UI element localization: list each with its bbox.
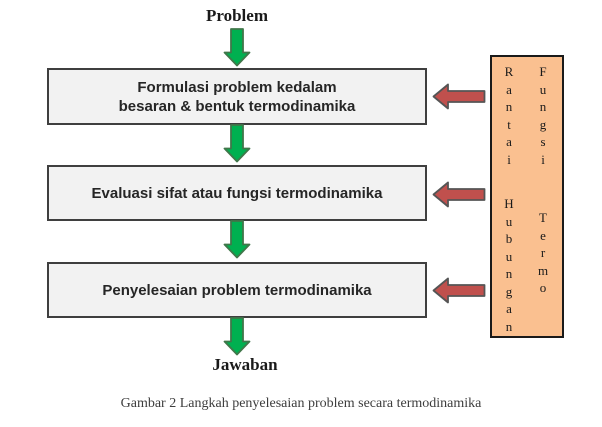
vertical-letter: a — [506, 81, 512, 97]
down-arrow-icon — [223, 28, 251, 67]
vertical-letter: s — [540, 134, 546, 149]
down-arrow-shape — [223, 317, 251, 356]
vertical-letter: e — [540, 227, 546, 243]
vertical-letter: u — [505, 248, 513, 264]
down-arrow-icon — [223, 124, 251, 163]
vertical-letter: i — [507, 151, 511, 167]
figure-caption: Gambar 2 Langkah penyelesaian problem se… — [120, 396, 482, 411]
jawaban-label: Jawaban — [212, 355, 278, 374]
down-arrow-icon — [223, 317, 251, 356]
problem-label: Problem — [205, 6, 268, 25]
vertical-letter: g — [539, 116, 547, 132]
vertical-letter: m — [537, 262, 549, 278]
vertical-letter: F — [539, 64, 547, 79]
vertical-letter: a — [506, 301, 512, 316]
vertical-letter: H — [504, 196, 514, 211]
down-arrow-shape — [223, 28, 251, 67]
left-arrow-shape — [432, 181, 486, 208]
vertical-letter: r — [540, 245, 546, 260]
flow-box-formulasi: Formulasi problem kedalam besaran & bent… — [47, 68, 427, 125]
flow-box-text-line: Penyelesaian problem termodinamika — [102, 281, 372, 299]
left-arrow-shape — [432, 277, 486, 304]
vertical-letter: R — [504, 64, 514, 79]
vertical-letter: n — [505, 266, 513, 281]
flow-box-penyelesaian: Penyelesaian problem termodinamika — [47, 262, 427, 318]
down-arrow-shape — [223, 220, 251, 259]
vertical-letter: a — [506, 134, 512, 149]
flow-box-text-line: besaran & bentuk termodinamika — [118, 97, 356, 115]
vertical-letter: T — [539, 210, 547, 225]
flow-box-text-line: Formulasi problem kedalam — [137, 78, 337, 96]
flow-box-text-line: Evaluasi sifat atau fungsi termodinamika — [91, 184, 383, 202]
left-arrow-shape — [432, 83, 486, 110]
vertical-letter: n — [505, 318, 513, 334]
left-arrow-icon — [432, 83, 486, 110]
vertical-letter: n — [505, 99, 513, 114]
vertical-letter: u — [505, 213, 513, 229]
vertical-letter: n — [539, 99, 547, 114]
vertical-letter: g — [505, 283, 513, 299]
down-arrow-icon — [223, 220, 251, 259]
left-arrow-icon — [432, 277, 486, 304]
flow-box-evaluasi: Evaluasi sifat atau fungsi termodinamika — [47, 165, 427, 221]
vertical-letter: u — [539, 81, 547, 97]
left-arrow-icon — [432, 181, 486, 208]
vertical-letter: t — [507, 116, 511, 132]
vertical-letter: b — [505, 231, 513, 246]
vertical-letter: o — [539, 280, 547, 295]
down-arrow-shape — [223, 124, 251, 163]
vertical-letter: i — [541, 151, 545, 167]
